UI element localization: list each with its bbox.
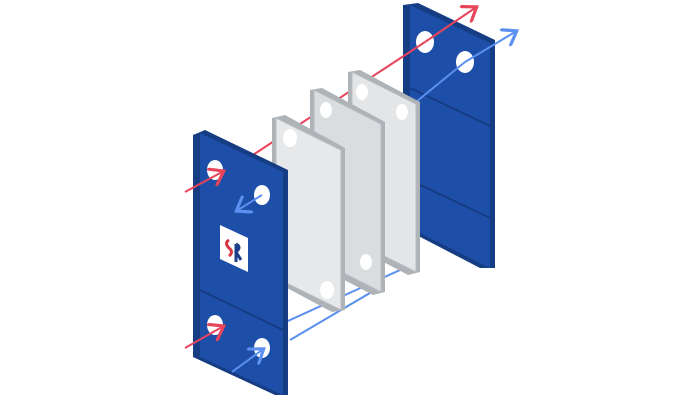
port-hole xyxy=(207,160,223,180)
inlet-outlet-arrows xyxy=(184,172,262,373)
brand-logo xyxy=(220,225,248,272)
front-frame-plate xyxy=(193,130,288,395)
gasket-plate-1 xyxy=(272,115,345,312)
